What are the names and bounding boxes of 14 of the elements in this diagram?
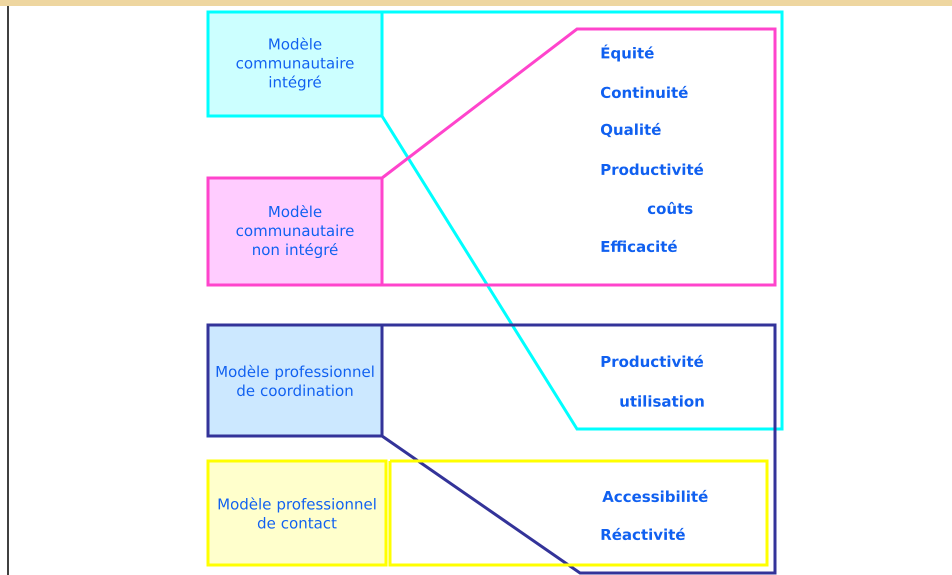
quality-label: coûts bbox=[648, 202, 692, 214]
quality-label: Productivité bbox=[602, 354, 704, 368]
quality-label: Continuité bbox=[600, 86, 688, 98]
model-box: Modèle communautaire non intégré bbox=[206, 176, 384, 286]
model-box: Modèle professionnel de contact bbox=[206, 460, 388, 566]
model-box: Modèle communautaire intégré bbox=[206, 10, 384, 118]
quality-label: utilisation bbox=[620, 395, 704, 407]
quality-label: Efficacité bbox=[602, 240, 677, 252]
quality-label: Accessibilité bbox=[602, 490, 708, 502]
quality-label: Qualité bbox=[600, 122, 661, 138]
quality-label: Productivité bbox=[602, 162, 704, 176]
quality-label: Équité bbox=[602, 44, 654, 62]
quality-label: Réactivité bbox=[602, 528, 685, 540]
model-box: Modèle professionnel de coordination bbox=[206, 324, 384, 438]
